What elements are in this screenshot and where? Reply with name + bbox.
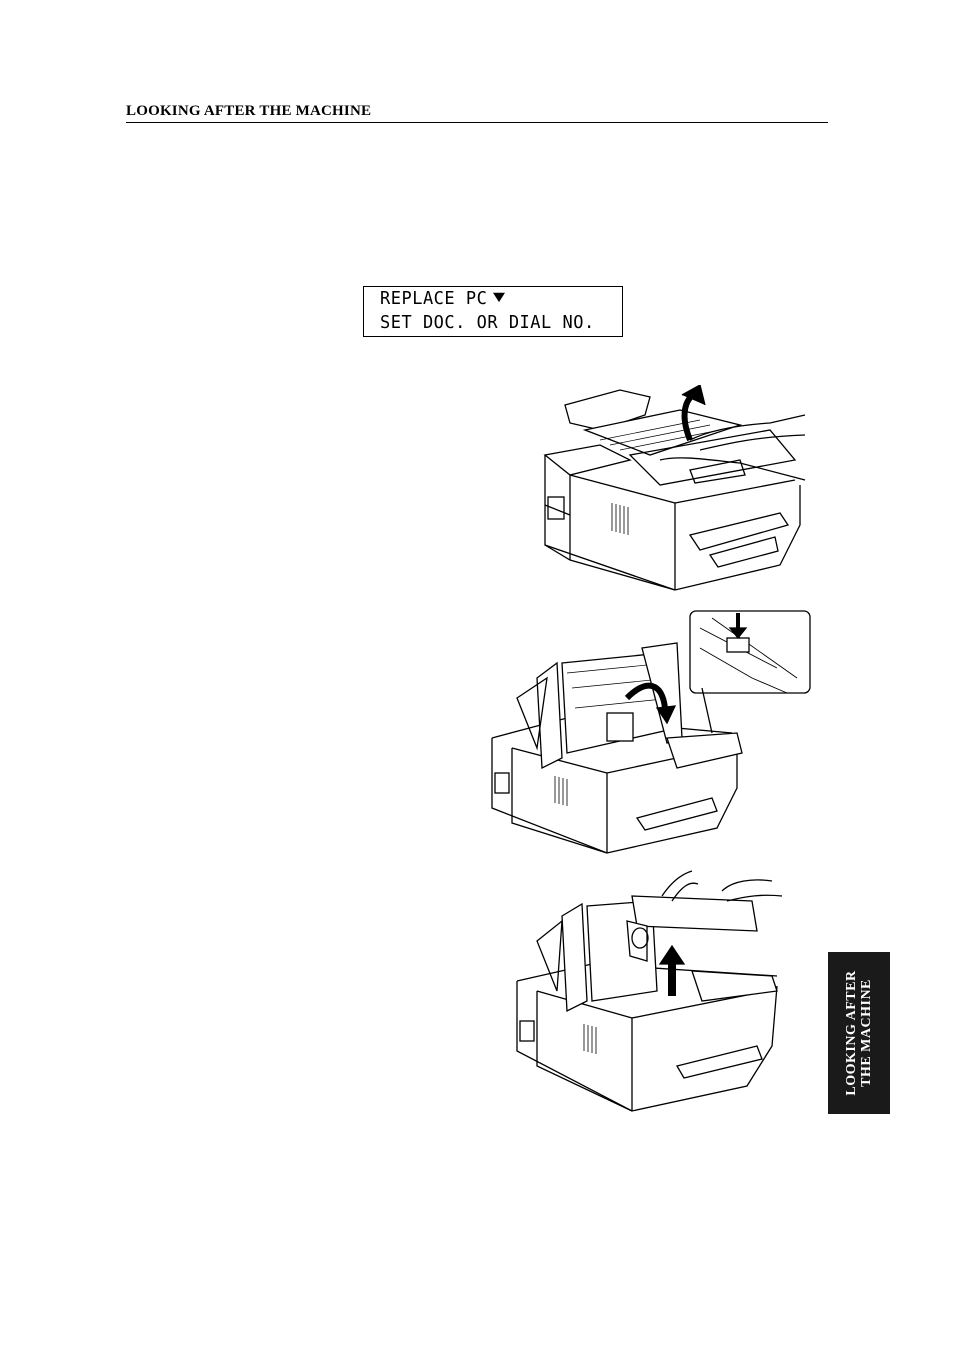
lcd-display: REPLACE PC SET DOC. OR DIAL NO.: [363, 286, 623, 337]
section-side-tab-label: LOOKING AFTER THE MACHINE: [844, 970, 874, 1095]
open-scanner-cover-illustration: [540, 385, 815, 595]
section-side-tab: LOOKING AFTER THE MACHINE: [828, 952, 890, 1114]
lcd-line-1-text: REPLACE PC: [380, 288, 488, 310]
side-tab-line-2: THE MACHINE: [859, 979, 874, 1087]
down-triangle-icon: [493, 292, 506, 303]
release-lever-illustration: [487, 608, 812, 868]
header-rule: [126, 122, 828, 123]
page-header-title: LOOKING AFTER THE MACHINE: [126, 103, 372, 119]
side-tab-line-1: LOOKING AFTER: [844, 970, 859, 1096]
lcd-line-1: REPLACE PC: [380, 288, 506, 310]
remove-pc-unit-illustration: [512, 866, 792, 1116]
lcd-line-2: SET DOC. OR DIAL NO.: [380, 312, 595, 334]
